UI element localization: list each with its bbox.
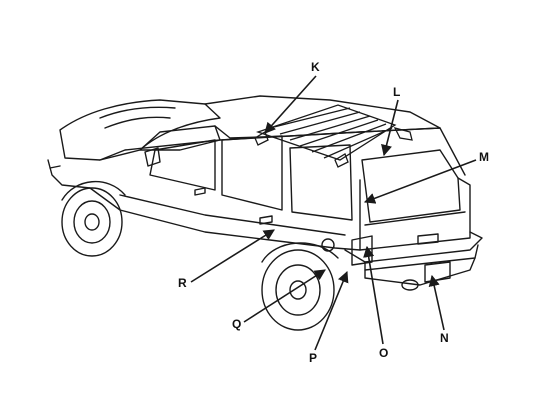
leader-k xyxy=(264,75,317,134)
callout-labels: K L M N O P Q R xyxy=(178,60,489,365)
leader-o xyxy=(363,245,384,345)
roof-rack xyxy=(254,104,413,168)
leader-n xyxy=(428,274,445,331)
leader-p xyxy=(314,270,349,351)
callout-r: R xyxy=(178,276,187,290)
callout-n: N xyxy=(440,331,449,345)
callout-o: O xyxy=(379,346,388,360)
callout-p: P xyxy=(309,351,317,365)
leader-m xyxy=(363,159,477,204)
callout-k: K xyxy=(311,60,320,74)
leader-q xyxy=(243,269,326,323)
leader-r xyxy=(190,229,275,283)
callout-l: L xyxy=(393,85,400,99)
vehicle-outline xyxy=(47,95,483,331)
callout-m: M xyxy=(479,150,489,164)
leader-l xyxy=(381,99,399,157)
callout-q: Q xyxy=(232,317,241,331)
callout-leaders xyxy=(190,75,477,351)
